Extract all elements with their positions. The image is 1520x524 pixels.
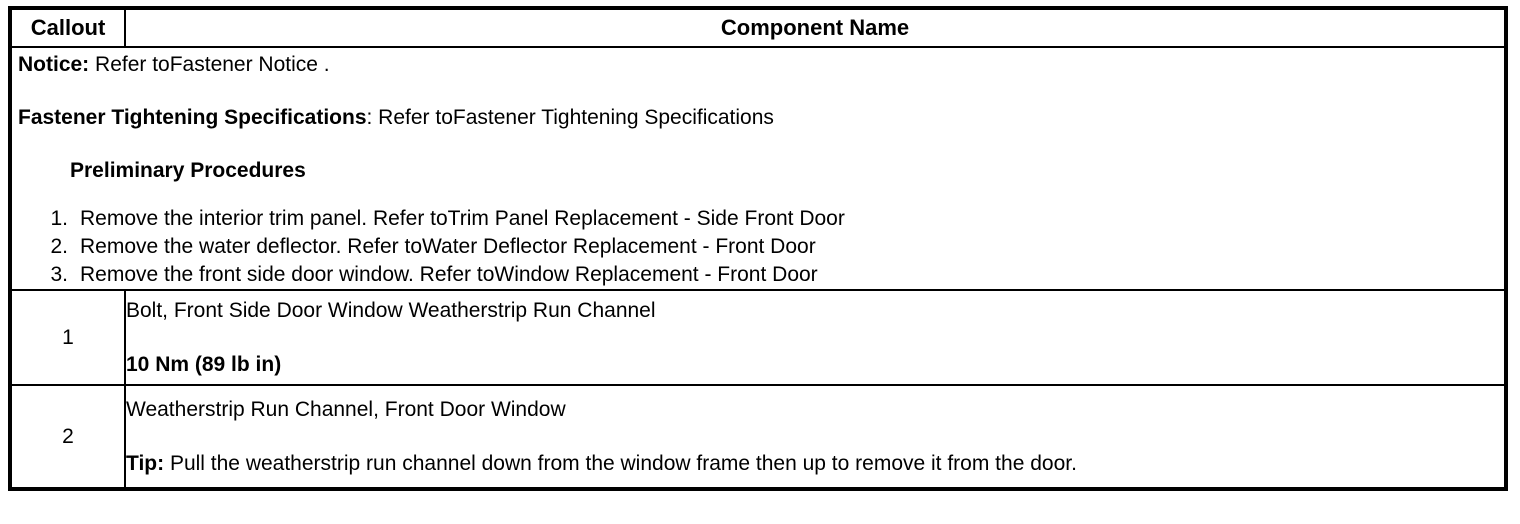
table-row: 1 Bolt, Front Side Door Window Weatherst… <box>9 289 1507 386</box>
component-subtext: Tip: Pull the weatherstrip run channel d… <box>126 451 1504 477</box>
fastener-spec-label: Fastener Tightening Specifications <box>18 106 367 129</box>
torque-value: 10 Nm (89 lb in) <box>126 352 282 376</box>
table-notes-row: Notice: Refer toFastener Notice . Fasten… <box>9 46 1507 291</box>
list-item: 3. Remove the front side door window. Ref… <box>12 261 1504 289</box>
component-title: Weatherstrip Run Channel, Front Door Win… <box>126 397 566 421</box>
notice-line: Notice: Refer toFastener Notice . <box>12 48 1504 81</box>
notice-label: Notice: <box>18 53 90 76</box>
step-number: 2. <box>50 235 68 258</box>
component-cell: Bolt, Front Side Door Window Weatherstri… <box>124 289 1507 386</box>
step-text: Remove the interior trim panel. Refer to… <box>80 207 845 230</box>
component-spec-table: Callout Component Name Notice: Refer toF… <box>8 6 1508 491</box>
table-row: 2 Weatherstrip Run Channel, Front Door W… <box>9 384 1507 490</box>
component-cell: Weatherstrip Run Channel, Front Door Win… <box>124 384 1507 490</box>
fastener-spec-line: Fastener Tightening Specifications: Refe… <box>12 101 1504 134</box>
notice-text: Refer toFastener Notice . <box>89 53 330 76</box>
notes-cell: Notice: Refer toFastener Notice . Fasten… <box>9 46 1507 291</box>
list-item: 1. Remove the interior trim panel. Refer … <box>12 205 1504 233</box>
component-subtext: 10 Nm (89 lb in) <box>126 352 1504 378</box>
table-header-row: Callout Component Name <box>9 7 1507 48</box>
preliminary-steps-list: 1. Remove the interior trim panel. Refer … <box>12 205 1504 289</box>
callout-number: 2 <box>9 384 126 490</box>
header-callout: Callout <box>9 7 126 48</box>
step-text: Remove the front side door window. Refer… <box>80 263 818 286</box>
step-number: 1. <box>50 207 68 230</box>
step-number: 3. <box>50 263 68 286</box>
fastener-spec-text: : Refer toFastener Tightening Specificat… <box>366 106 774 129</box>
tip-label: Tip: <box>126 451 165 475</box>
tip-text: Pull the weatherstrip run channel down f… <box>164 451 1077 475</box>
header-component-name: Component Name <box>124 7 1507 48</box>
list-item: 2. Remove the water deflector. Refer toWa… <box>12 233 1504 261</box>
component-title: Bolt, Front Side Door Window Weatherstri… <box>126 298 656 322</box>
step-text: Remove the water deflector. Refer toWate… <box>80 235 816 258</box>
callout-number: 1 <box>9 289 126 386</box>
preliminary-procedures-heading: Preliminary Procedures <box>70 159 306 182</box>
